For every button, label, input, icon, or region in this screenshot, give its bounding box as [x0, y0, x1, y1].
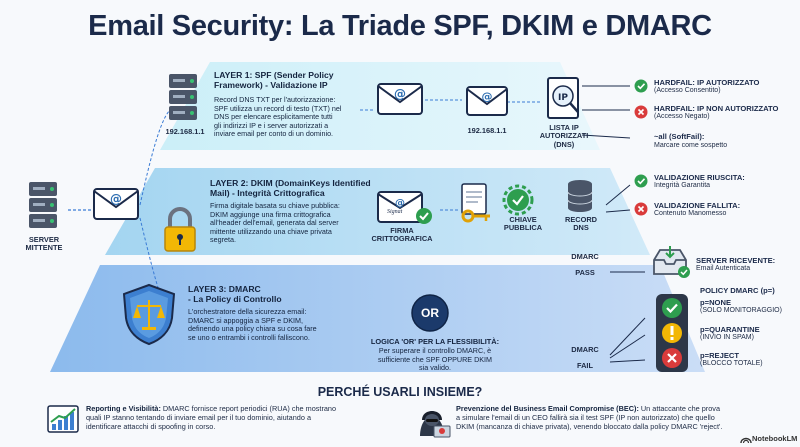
or-badge: [411, 294, 449, 332]
layer1-title: LAYER 1: SPF (Sender Policy Framework) -…: [214, 70, 334, 90]
layer1-description: Record DNS TXT per l'autorizzazione: SPF…: [214, 95, 342, 139]
reporting-bold: Reporting e Visibilità:: [86, 404, 161, 413]
brand-label: NotebookLM: [752, 434, 798, 443]
dmarc-pass-label: DMARC PASS: [571, 252, 599, 277]
spf-fail-title: HARDFAIL: IP NON AUTORIZZATO: [654, 104, 779, 113]
ip-address-label: 192.168.1.1: [467, 126, 507, 135]
dmarc-fail-label: DMARC FAIL: [571, 345, 599, 370]
layer3-band: [50, 265, 705, 372]
ip-list-document-icon: IP: [547, 77, 579, 119]
spf-server-icon: [169, 74, 197, 120]
policy-reject: p=REJECT: [700, 351, 740, 360]
inbox-icon: [653, 246, 690, 278]
spf-pass-title: HARDFAIL: IP AUTORIZZATO: [654, 78, 760, 87]
check-icon: [634, 174, 648, 188]
bec-body: Un attaccante che prova a simulare l'ema…: [456, 404, 723, 431]
dkim-pass-title: VALIDAZIONE RIUSCITA:: [654, 173, 745, 182]
reporting-text: Reporting e Visibilità: DMARC fornisce r…: [86, 404, 396, 431]
policy-quarantine: p=QUARANTINE: [700, 325, 760, 334]
cross-icon: [634, 202, 648, 216]
svg-text:@: @: [110, 192, 122, 206]
signature-word: Signat: [387, 209, 403, 215]
spf-fail-sub: (Accesso Negato): [654, 113, 710, 120]
why-title: PERCHÉ USARLI INSIEME?: [317, 385, 483, 399]
public-key-icon: [461, 183, 534, 223]
svg-text:@: @: [394, 87, 406, 101]
spf-pass-sub: (Accesso Consentito): [654, 87, 721, 94]
softfail-title: ~all (SoftFail):: [654, 132, 705, 141]
or-logic-title: LOGICA 'OR' PER LA FLESSIBILITÀ:: [370, 337, 500, 346]
svg-text:IP: IP: [558, 93, 568, 103]
page-title: Email Security: La Triade SPF, DKIM e DM…: [88, 10, 712, 42]
dns-record-label: RECORD DNS: [564, 215, 598, 233]
dkim-pass-sub: Integrità Garantita: [654, 182, 711, 189]
or-label: OR: [421, 306, 439, 320]
receiver-title: SERVER RICEVENTE:: [696, 256, 776, 265]
policy-none: p=NONE: [700, 298, 732, 307]
bec-bold: Prevenzione del Business Email Compromis…: [456, 404, 639, 413]
reporting-body: DMARC fornisce report periodici (RUA) ch…: [86, 404, 337, 431]
hacker-icon: [420, 411, 451, 438]
svg-text:@: @: [482, 90, 493, 103]
layer2-description: Firma digitale basata su chiave pubblica…: [210, 201, 340, 245]
policy-reject-sub: (BLOCCO TOTALE): [700, 360, 763, 367]
cross-icon: [634, 105, 648, 119]
dkim-fail-title: VALIDAZIONE FALLITA:: [654, 201, 741, 210]
layer3-description: L'orchestratore della sicurezza email: D…: [188, 307, 317, 342]
check-icon: [634, 79, 648, 93]
traffic-light-icon: [656, 294, 688, 372]
envelope-icon: @: [466, 86, 508, 116]
dkim-fail-sub: Contenuto Manomesso: [654, 210, 727, 217]
envelope-icon: @: [93, 188, 139, 220]
policy-none-sub: (SOLO MONITORAGGIO): [700, 307, 782, 314]
receiver-sub: Email Autenticata: [696, 265, 751, 272]
signature-label: FIRMA CRITTOGRAFICA: [371, 226, 433, 244]
spf-server-ip: 192.168.1.1: [165, 127, 205, 136]
ip-list-label: LISTA IP AUTORIZZATI (DNS): [539, 123, 589, 149]
or-logic-description: Per superare il controllo DMARC, è suffi…: [377, 346, 493, 373]
envelope-icon: @: [377, 83, 423, 115]
dns-database-icon: [567, 180, 593, 212]
signed-envelope-icon: @: [377, 191, 432, 224]
policy-title: POLICY DMARC (p=): [700, 286, 775, 295]
layer3-title: LAYER 3: DMARC - La Policy di Controllo: [188, 284, 282, 304]
bec-text: Prevenzione del Business Email Compromis…: [456, 404, 794, 431]
lock-icon: [164, 207, 196, 252]
svg-text:@: @: [395, 198, 405, 209]
shield-scales-icon: [122, 283, 176, 346]
sender-server-label: SERVER MITTENTE: [25, 235, 63, 253]
chart-growth-icon: [47, 405, 79, 433]
policy-quarantine-sub: (INVIO IN SPAM): [700, 334, 754, 341]
layer2-title: LAYER 2: DKIM (DomainKeys Identified Mai…: [210, 178, 371, 198]
softfail-sub: Marcare come sospetto: [654, 142, 728, 149]
public-key-label: CHIAVE PUBBLICA: [503, 215, 543, 233]
notebooklm-logo-icon: [740, 437, 752, 444]
sender-server-icon: [29, 182, 57, 228]
